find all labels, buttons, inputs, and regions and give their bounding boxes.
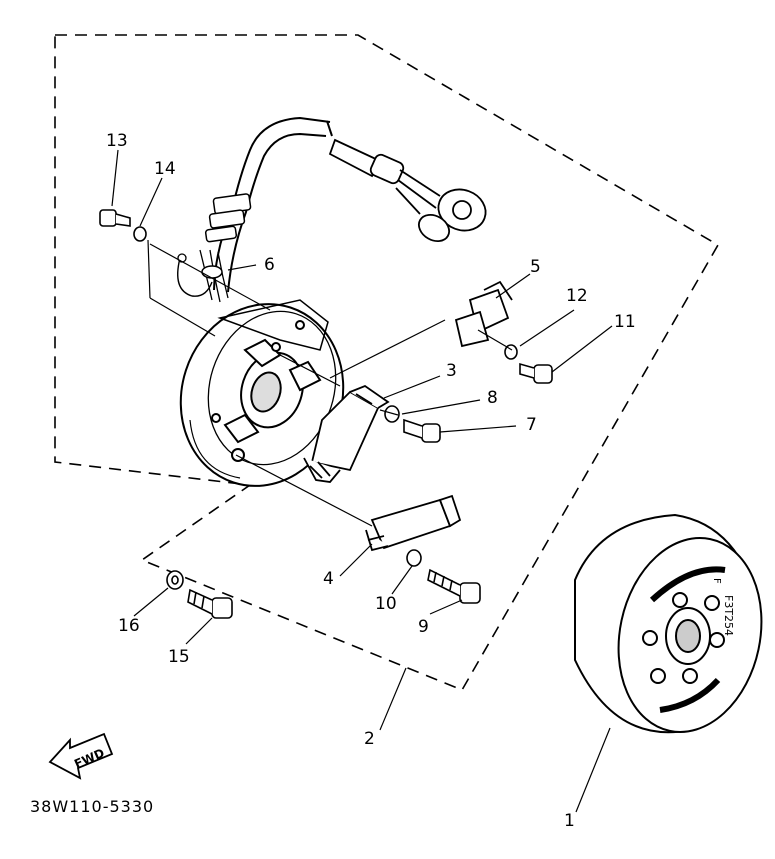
label-11: 11 bbox=[614, 312, 636, 332]
screw-7 bbox=[421, 423, 441, 443]
fwd-arrow: FWD bbox=[48, 732, 114, 780]
assembly-boundary bbox=[54, 34, 720, 692]
wire-harness bbox=[177, 116, 333, 303]
label-14: 14 bbox=[154, 159, 176, 179]
part-labels: 13 14 6 5 12 11 3 8 7 4 10 9 16 15 2 1 bbox=[106, 131, 636, 831]
label-9: 9 bbox=[418, 617, 429, 637]
label-5: 5 bbox=[530, 257, 541, 277]
label-15: 15 bbox=[168, 647, 190, 667]
drawing-code: 38W110-5330 bbox=[30, 797, 154, 816]
label-16: 16 bbox=[118, 616, 140, 636]
label-13: 13 bbox=[106, 131, 128, 151]
label-6: 6 bbox=[264, 255, 275, 275]
wire-connector bbox=[328, 138, 487, 243]
screw-9 bbox=[459, 582, 481, 604]
washer-10 bbox=[406, 549, 422, 567]
label-12: 12 bbox=[566, 286, 588, 306]
label-8: 8 bbox=[487, 388, 498, 408]
label-10: 10 bbox=[375, 594, 397, 614]
screw-11 bbox=[533, 364, 553, 384]
label-1: 1 bbox=[564, 811, 575, 831]
screw-13 bbox=[99, 209, 117, 227]
fasteners bbox=[99, 209, 553, 619]
label-2: 2 bbox=[364, 729, 375, 749]
flywheel-rotor: F3T254 F bbox=[574, 513, 763, 734]
charge-coil bbox=[303, 384, 390, 483]
washer-14 bbox=[133, 226, 147, 242]
screw-15 bbox=[211, 597, 233, 619]
label-3: 3 bbox=[446, 361, 457, 381]
rotor-stamp: F3T254 bbox=[722, 595, 735, 636]
label-7: 7 bbox=[526, 415, 537, 435]
pickup-coil bbox=[454, 280, 513, 348]
leader-lines bbox=[111, 149, 613, 813]
stator-plate bbox=[179, 299, 345, 487]
label-4: 4 bbox=[323, 569, 334, 589]
washer-8 bbox=[384, 405, 400, 423]
fwd-arrow-icon bbox=[48, 732, 114, 780]
rotor-mark: F bbox=[711, 578, 722, 584]
washer-12 bbox=[504, 344, 518, 360]
lighting-coil bbox=[365, 494, 462, 552]
